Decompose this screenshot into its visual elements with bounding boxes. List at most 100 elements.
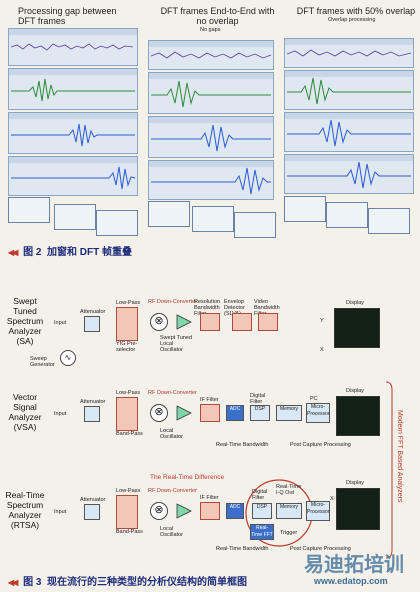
spectrum-thumb — [96, 210, 138, 236]
caption-arrow-icon: ◀◀ — [8, 578, 18, 587]
windowed-frame-trace — [151, 80, 271, 108]
watermark-logo: 易迪拓培训 — [304, 554, 404, 576]
spectrum-thumb — [368, 208, 410, 234]
frame-panel-2-1 — [148, 40, 274, 70]
rt-difference-label: The Real-Time Difference — [150, 474, 225, 481]
col-title-gap: Processing gap between DFT frames — [18, 6, 117, 26]
amplifier-icon — [176, 314, 192, 330]
low-pass-label: Low-Pass — [116, 488, 141, 494]
frame-panel-2-4 — [148, 160, 274, 200]
figure-3-caption: ◀◀ 图 3 现在流行的三种类型的分析仪结构的简单框图 — [8, 573, 247, 588]
if-filter-block — [200, 404, 220, 422]
input-label: Input — [54, 320, 67, 326]
attenuator-block — [84, 504, 100, 520]
frame-panel-1-2 — [8, 68, 138, 110]
windowed-frame-trace — [287, 119, 411, 147]
xy-label: X-Y — [330, 496, 340, 502]
display-label: Display — [346, 388, 365, 394]
windowed-frame-trace — [287, 161, 411, 189]
envelope-detector-block — [232, 313, 252, 331]
band-pass-label: Band-Pass — [116, 529, 143, 535]
y-label: Y — [320, 318, 324, 324]
display-screen — [336, 396, 380, 436]
caption-text: 加窗和 DFT 帧重叠 — [47, 247, 132, 258]
display-label: Display — [346, 300, 365, 306]
frame-panel-1-3 — [8, 112, 138, 154]
col-title-overlap: DFT frames with 50% overlap — [296, 6, 416, 16]
display-label: Display — [346, 480, 365, 486]
frame-panel-3-4 — [284, 154, 414, 194]
input-label: Input — [54, 411, 67, 417]
spectrum-thumb — [234, 212, 276, 238]
analyzer-label-sa: Swept Tuned Spectrum Analyzer (SA) — [6, 296, 44, 346]
spectrum-thumb — [8, 197, 50, 223]
signal-trace — [286, 49, 412, 57]
preselector-filter-block — [116, 307, 138, 341]
modern-fft-bracket — [385, 381, 393, 559]
dsp-block: DSP — [252, 503, 272, 519]
dsp-block: DSP — [250, 405, 270, 421]
swept-lo-label: Swept Tuned Local Oscillator — [160, 335, 193, 353]
rf-down-label: RF Down-Converter — [148, 390, 197, 396]
realtime-bw-label: Real-Time Bandwidth — [216, 546, 269, 552]
if-filter-label: IF Filter — [200, 495, 219, 501]
rf-down-label: RF Down-Converter — [148, 299, 197, 305]
memory-block: Memory — [276, 503, 302, 519]
spectrum-thumb — [326, 202, 368, 228]
windowed-frame-trace — [151, 167, 271, 195]
res-bw-filter-block — [200, 313, 220, 331]
mixer-icon: ⊗ — [150, 313, 168, 331]
attenuator-block — [84, 406, 100, 422]
caption-text: 现在流行的三种类型的分析仪结构的简单框图 — [47, 577, 247, 588]
band-pass-label: Band-Pass — [116, 431, 143, 437]
watermark-url: www.edatop.com — [314, 576, 388, 586]
amplifier-icon — [176, 405, 192, 421]
spectrum-thumb — [284, 196, 326, 222]
mixer-icon: ⊗ — [150, 404, 168, 422]
windowed-frame-trace — [151, 124, 271, 152]
frame-panel-1-1 — [8, 28, 138, 66]
overlap-label: Overlap processing — [328, 17, 376, 23]
spectrum-thumb — [148, 201, 190, 227]
signal-trace — [10, 43, 134, 51]
windowed-frame-trace — [11, 123, 135, 147]
caption-arrow-icon: ◀◀ — [8, 248, 18, 257]
rt-fft-block: Real-Time FFT — [250, 524, 274, 540]
band-pass-filter-block — [116, 495, 138, 529]
if-filter-block — [200, 502, 220, 520]
display-screen — [336, 488, 380, 530]
attenuator-block — [84, 316, 100, 332]
input-label: Input — [54, 509, 67, 515]
attenuator-label: Attenuator — [80, 497, 106, 503]
trigger-label: Trigger — [280, 530, 298, 536]
if-filter-label: IF Filter — [200, 397, 219, 403]
micro-block: Micro-Processor — [306, 501, 330, 521]
frame-panel-3-3 — [284, 112, 414, 152]
caption-number: 图 3 — [23, 577, 42, 588]
frame-panel-2-2 — [148, 72, 274, 114]
frame-panel-1-4 — [8, 156, 138, 196]
frame-panel-3-1 — [284, 38, 414, 68]
windowed-frame-trace — [11, 78, 135, 102]
mixer-icon: ⊗ — [150, 502, 168, 520]
micro-block: Micro-Processor — [306, 403, 330, 423]
caption-number: 图 2 — [23, 247, 42, 258]
windowed-frame-trace — [11, 166, 136, 190]
frame-panel-2-3 — [148, 116, 274, 158]
low-pass-label: Low-Pass — [116, 300, 141, 306]
x-label: X — [320, 347, 324, 353]
digital-filter-label: Digital Filter — [252, 489, 268, 501]
realtime-bw-label: Real-Time Bandwidth — [216, 442, 269, 448]
analyzer-label-rtsa: Real-Time Spectrum Analyzer (RTSA) — [5, 490, 45, 530]
digital-filter-label: Digital Filter — [250, 393, 266, 405]
local-osc-label: Local Oscillator — [160, 526, 183, 538]
spectrum-thumb — [192, 206, 234, 232]
adc-block: ADC — [226, 405, 244, 421]
post-capture-label: Post Capture Processing — [290, 442, 351, 448]
display-screen — [334, 308, 380, 348]
band-pass-filter-block — [116, 397, 138, 431]
spectrum-thumb — [54, 204, 96, 230]
windowed-frame-trace — [287, 77, 411, 105]
attenuator-label: Attenuator — [80, 399, 106, 405]
attenuator-label: Attenuator — [80, 309, 106, 315]
